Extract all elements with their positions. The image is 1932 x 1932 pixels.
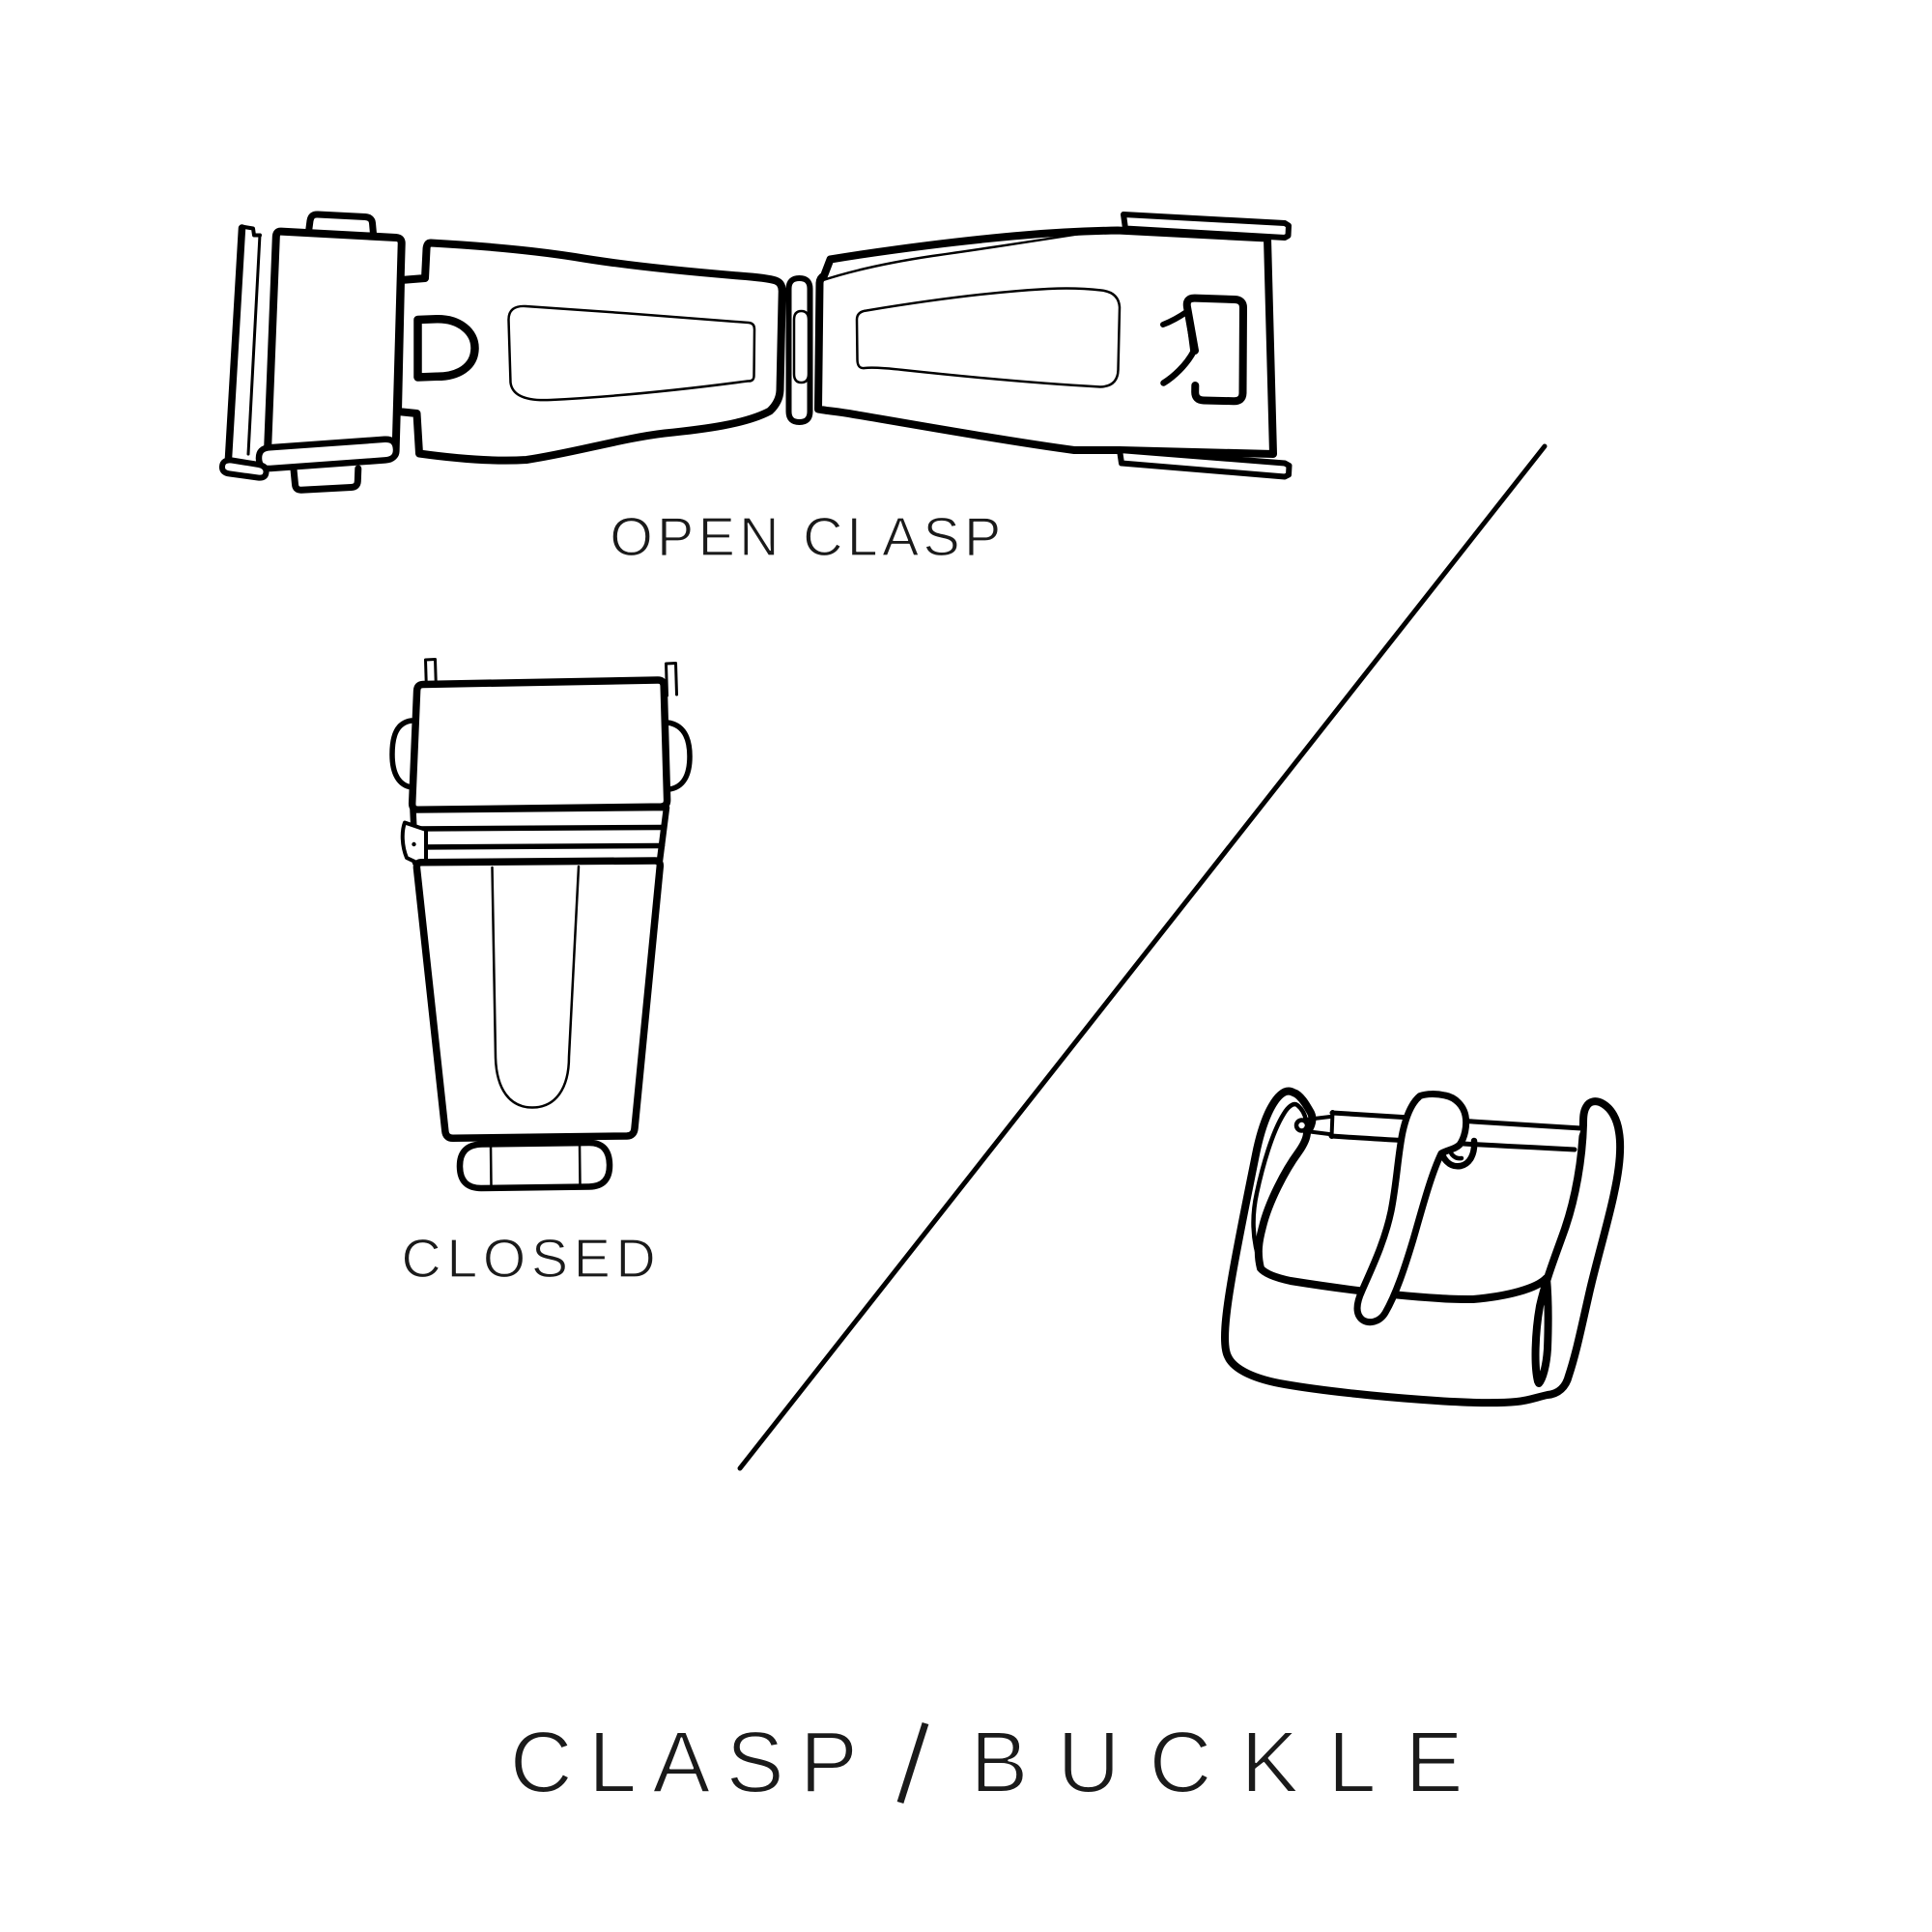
svg-text:CLASP: CLASP [510,1715,873,1811]
svg-text:BUCKLE: BUCKLE [970,1715,1492,1811]
svg-text:CLOSED: CLOSED [402,1228,662,1290]
svg-text:OPEN CLASP: OPEN CLASP [610,506,1005,568]
